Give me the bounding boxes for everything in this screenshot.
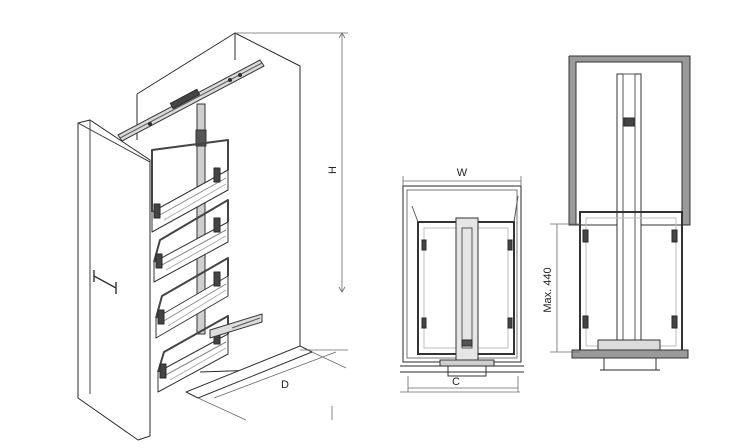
dimension-max <box>550 223 580 353</box>
front-elevation <box>568 55 691 371</box>
dimension-c-label: C <box>452 376 460 388</box>
dimension-d <box>197 351 347 421</box>
dimension-w <box>402 176 522 186</box>
cabinet-top-edge <box>136 32 301 350</box>
dimension-max-label: Max. 440 <box>542 267 554 312</box>
door-handle <box>93 270 117 294</box>
top-rail <box>117 59 265 142</box>
basket-1 <box>151 139 229 233</box>
front-door-panel <box>77 119 151 441</box>
dimension-h-label: H <box>327 166 339 174</box>
basket-4 <box>157 315 229 393</box>
dimension-h <box>235 32 348 351</box>
basket-2 <box>153 199 229 283</box>
top-view <box>400 185 524 377</box>
dimension-d-label: D <box>281 379 289 391</box>
isometric-cabinet-view <box>77 32 333 441</box>
dimension-w-label: W <box>457 167 468 179</box>
dimension-c <box>400 376 520 393</box>
top-view-post <box>455 217 479 361</box>
basket-3 <box>155 257 229 339</box>
